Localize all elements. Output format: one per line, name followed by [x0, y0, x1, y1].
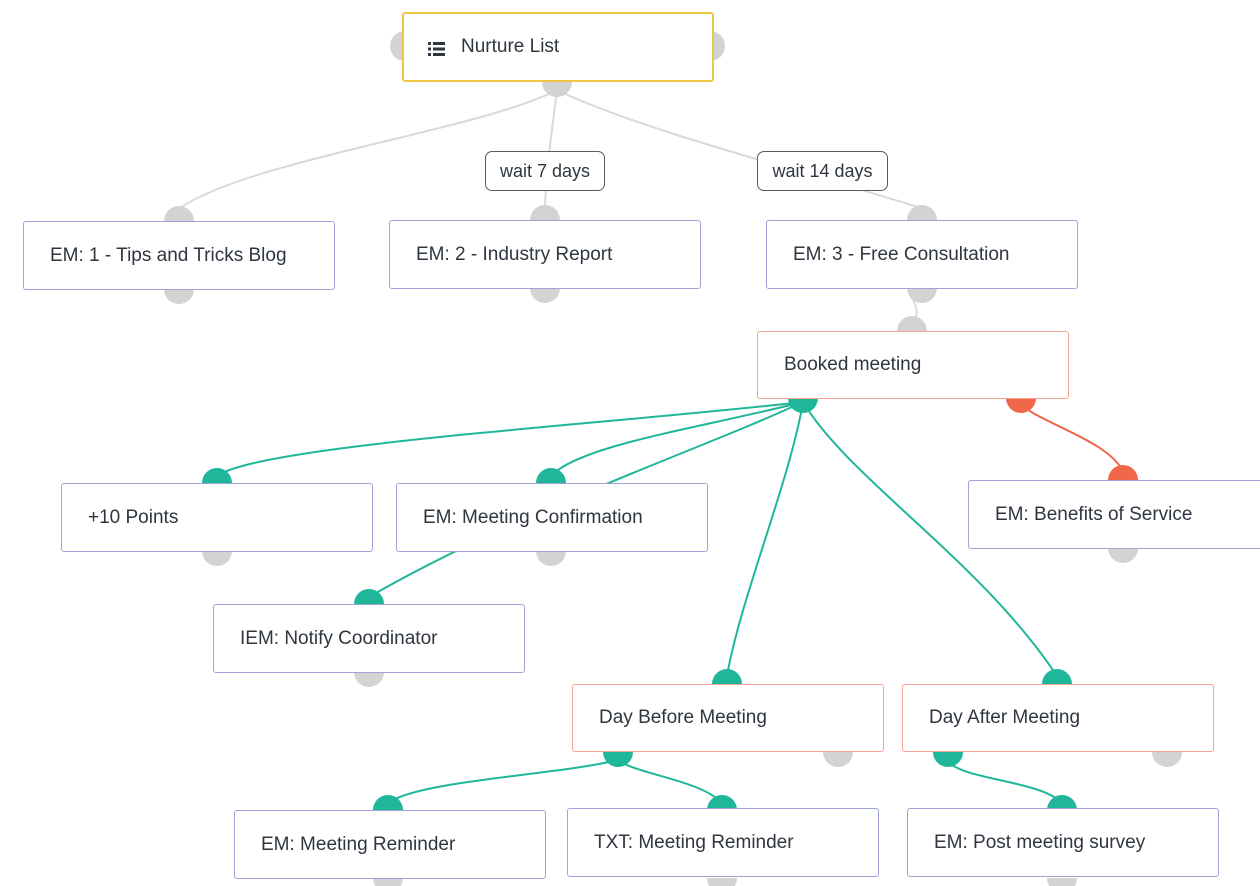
txt-reminder-bottom-handle[interactable] — [707, 878, 737, 886]
survey-top-handle[interactable] — [1047, 795, 1077, 810]
nurture-list-node[interactable]: Nurture List — [402, 12, 714, 82]
edge-booked-to-confirmation — [550, 401, 804, 477]
em2-top-handle[interactable] — [530, 205, 560, 220]
points-label: +10 Points — [88, 506, 179, 528]
em-reminder-top-handle[interactable] — [373, 795, 403, 810]
plus-10-points-node[interactable]: +10 Points — [61, 483, 373, 552]
notify-bottom-handle[interactable] — [354, 672, 384, 687]
em-reminder-bottom-handle[interactable] — [373, 878, 403, 886]
edge-day-after-to-survey — [946, 759, 1063, 804]
day-before-top-handle[interactable] — [712, 669, 742, 684]
wait-label-7-days[interactable]: wait 7 days — [485, 151, 605, 191]
day-before-meeting-node[interactable]: Day Before Meeting — [572, 684, 884, 752]
day-after-top-handle[interactable] — [1042, 669, 1072, 684]
root-left-handle[interactable] — [390, 31, 405, 61]
day-before-label: Day Before Meeting — [599, 707, 767, 728]
txt-reminder-top-handle[interactable] — [707, 795, 737, 810]
booked-top-handle[interactable] — [897, 316, 927, 331]
benefits-bottom-handle[interactable] — [1108, 548, 1138, 563]
em1-top-handle[interactable] — [164, 206, 194, 221]
root-bottom-handle[interactable] — [542, 82, 572, 97]
em3-bottom-handle[interactable] — [907, 288, 937, 303]
booked-yes-handle[interactable] — [788, 398, 818, 413]
day-after-label: Day After Meeting — [929, 707, 1081, 728]
txt-reminder-label: TXT: Meeting Reminder — [594, 831, 794, 853]
em-reminder-label: EM: Meeting Reminder — [261, 833, 456, 855]
nurture-list-label: Nurture List — [461, 36, 560, 57]
survey-bottom-handle[interactable] — [1047, 878, 1077, 886]
em1-tips-tricks-node[interactable]: EM: 1 - Tips and Tricks Blog — [23, 221, 335, 290]
em2-industry-report-node[interactable]: EM: 2 - Industry Report — [389, 220, 701, 289]
confirmation-bottom-handle[interactable] — [536, 551, 566, 566]
confirmation-top-handle[interactable] — [536, 468, 566, 483]
points-bottom-handle[interactable] — [202, 551, 232, 566]
notify-top-handle[interactable] — [354, 589, 384, 604]
confirmation-label: EM: Meeting Confirmation — [423, 506, 643, 528]
edge-day-before-to-em-reminder — [387, 759, 618, 804]
em2-label: EM: 2 - Industry Report — [416, 243, 613, 265]
booked-no-handle[interactable] — [1006, 398, 1036, 413]
em1-bottom-handle[interactable] — [164, 289, 194, 304]
booked-meeting-node[interactable]: Booked meeting — [757, 331, 1069, 399]
edge-root-to-em2 — [544, 89, 558, 209]
notify-coordinator-node[interactable]: IEM: Notify Coordinator — [213, 604, 525, 673]
benefits-of-service-node[interactable]: EM: Benefits of Service — [968, 480, 1260, 549]
edge-booked-to-day-after — [802, 401, 1058, 677]
day-before-yes-handle[interactable] — [603, 752, 633, 767]
edge-booked-to-benefits — [1019, 401, 1124, 473]
booked-meeting-label: Booked meeting — [784, 354, 922, 375]
edge-root-to-em3 — [556, 89, 922, 209]
day-after-bottom-handle[interactable] — [1152, 752, 1182, 767]
list-icon — [428, 40, 445, 56]
connector-handles[interactable] — [164, 31, 1182, 886]
post-meeting-survey-node[interactable]: EM: Post meeting survey — [907, 808, 1219, 877]
em-meeting-reminder-node[interactable]: EM: Meeting Reminder — [234, 810, 546, 879]
points-top-handle[interactable] — [202, 468, 232, 483]
day-after-meeting-node[interactable]: Day After Meeting — [902, 684, 1214, 752]
notify-label: IEM: Notify Coordinator — [240, 627, 438, 649]
em1-label: EM: 1 - Tips and Tricks Blog — [50, 244, 287, 266]
day-before-bottom-handle[interactable] — [823, 752, 853, 767]
em3-top-handle[interactable] — [907, 205, 937, 220]
edge-booked-to-day-before — [726, 401, 804, 677]
edge-root-to-em1 — [179, 89, 558, 209]
wait-label-14-days[interactable]: wait 14 days — [757, 151, 888, 191]
benefits-top-handle[interactable] — [1108, 465, 1138, 480]
em3-label: EM: 3 - Free Consultation — [793, 243, 1010, 265]
txt-meeting-reminder-node[interactable]: TXT: Meeting Reminder — [567, 808, 879, 877]
edge-day-before-to-txt-reminder — [616, 759, 723, 804]
day-after-yes-handle[interactable] — [933, 752, 963, 767]
meeting-confirmation-node[interactable]: EM: Meeting Confirmation — [396, 483, 708, 552]
benefits-label: EM: Benefits of Service — [995, 503, 1193, 525]
em3-free-consultation-node[interactable]: EM: 3 - Free Consultation — [766, 220, 1078, 289]
survey-label: EM: Post meeting survey — [934, 831, 1146, 853]
em2-bottom-handle[interactable] — [530, 288, 560, 303]
edge-booked-to-points — [216, 401, 804, 477]
